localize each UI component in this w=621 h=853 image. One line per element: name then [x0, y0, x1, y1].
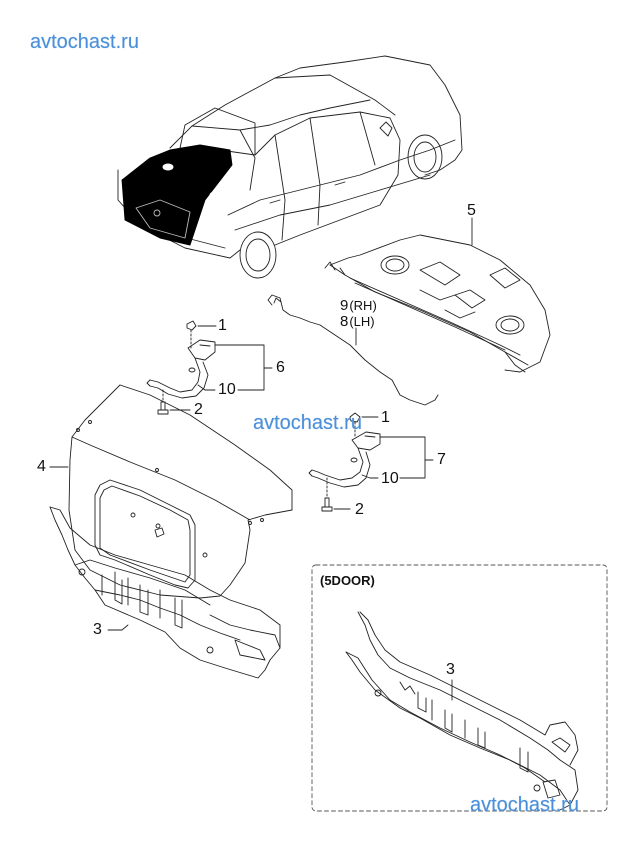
callout-part-10-left: 10 — [218, 381, 236, 398]
trunk-lid-highlight — [121, 144, 233, 246]
callout-part-8-side: (LH) — [349, 314, 375, 329]
callout-part-8: 8 — [340, 313, 349, 330]
callout-part-1-left: 1 — [218, 317, 227, 334]
callout-part-2-right: 2 — [355, 501, 364, 518]
callout-part-9-rh: 9(RH) — [340, 298, 377, 313]
callout-part-9-side: (RH) — [349, 298, 377, 313]
watermark-top-left: avtochast.ru — [30, 31, 139, 53]
part-8-9-torsion-rod — [267, 294, 439, 406]
callout-part-5: 5 — [467, 202, 476, 219]
inset-title: (5DOOR) — [320, 573, 375, 588]
callout-part-7: 7 — [437, 451, 446, 468]
callout-part-8-lh: 8(LH) — [340, 314, 375, 329]
trunk-lid-details — [162, 163, 221, 199]
callout-part-9: 9 — [340, 297, 349, 314]
callout-part-1-right: 1 — [381, 409, 390, 426]
callout-part-3-main: 3 — [93, 621, 102, 638]
inset-5door-frame — [311, 564, 608, 812]
callout-part-6: 6 — [276, 359, 285, 376]
part-5-package-tray — [324, 217, 551, 373]
part-3-rear-panel-5door — [345, 611, 579, 811]
part-7-hinge-assembly-right — [308, 412, 434, 512]
part-6-hinge-assembly-left — [146, 320, 273, 415]
watermark-middle: avtochast.ru — [253, 412, 362, 434]
callout-part-3-inset: 3 — [446, 661, 455, 678]
part-3-rear-panel — [49, 506, 281, 679]
callout-part-2-left: 2 — [194, 401, 203, 418]
watermark-bottom-right: avtochast.ru — [470, 794, 579, 816]
callout-part-10-right: 10 — [381, 470, 399, 487]
callout-part-4: 4 — [37, 458, 46, 475]
